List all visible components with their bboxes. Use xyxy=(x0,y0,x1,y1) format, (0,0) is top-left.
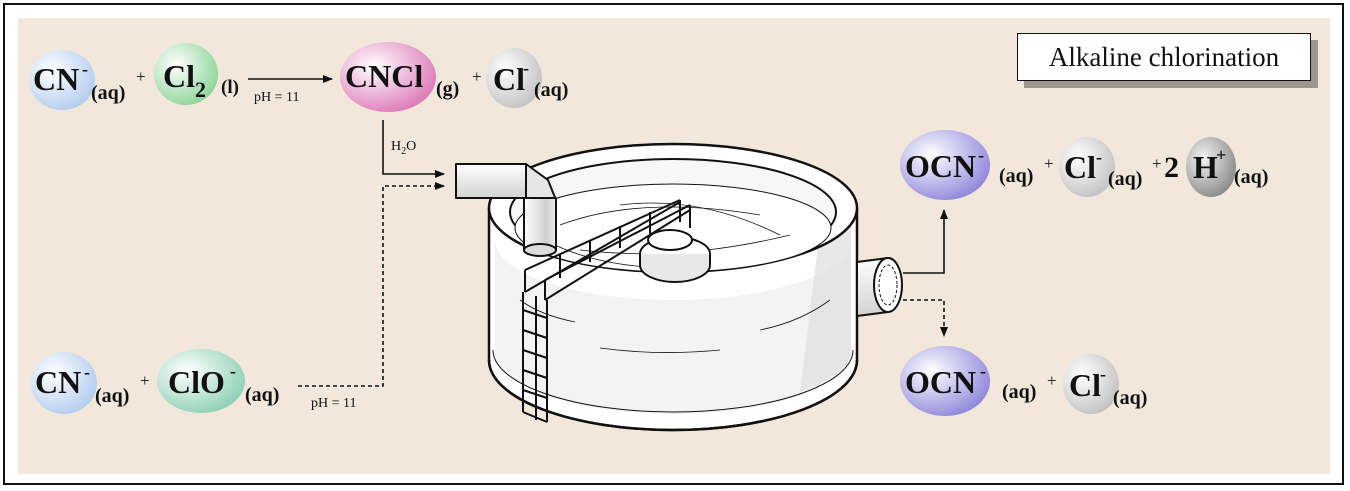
cyanide-label: CN xyxy=(33,61,79,97)
hypochlorite-charge: - xyxy=(230,361,236,381)
diagram-title: Alkaline chlorination xyxy=(1017,33,1311,81)
cyanide-state: (aq) xyxy=(95,385,129,407)
cyanate-charge: - xyxy=(980,361,986,381)
chloride-ellipse xyxy=(1063,354,1119,414)
outlet-arrow-up xyxy=(903,209,948,274)
plus-sign: + xyxy=(1152,154,1162,173)
reaction2: CN - (aq) + ClO - (aq) pH = 11 xyxy=(31,182,445,414)
cyanogen-chloride-ellipse xyxy=(340,42,436,112)
outlet-pipe xyxy=(856,257,903,317)
chloride-charge: - xyxy=(1096,147,1102,167)
cyanate-state: (aq) xyxy=(999,165,1033,187)
chloride-label: Cl xyxy=(1069,367,1101,403)
hypochlorite-state: (aq) xyxy=(245,384,279,406)
condition-label: pH = 11 xyxy=(311,396,357,411)
cyanide-charge: - xyxy=(84,362,90,382)
hypochlorite-ellipse xyxy=(157,349,245,413)
plus-sign: + xyxy=(136,67,146,86)
outlet-arrow-down xyxy=(903,299,948,337)
reaction1: CN - (aq) + Cl 2 (l) pH = 11 CNCl (g) + … xyxy=(29,42,568,112)
hydrolysis-subscript: 2 xyxy=(401,146,406,157)
plus-sign: + xyxy=(140,371,150,390)
chlorine-state: (l) xyxy=(221,77,239,98)
hydrolysis-o: O xyxy=(406,139,416,154)
bridge-walkway xyxy=(524,199,691,301)
cyanogen-chloride-state: (g) xyxy=(436,78,459,100)
condition-label: pH = 11 xyxy=(254,90,300,105)
cyanate-charge: - xyxy=(978,145,984,165)
chloride-state: (aq) xyxy=(1113,387,1147,409)
inlet-pipe xyxy=(455,163,557,257)
cyanide-ellipse xyxy=(31,352,97,414)
chloride-charge: - xyxy=(523,58,529,78)
chloride-label: Cl xyxy=(493,61,525,97)
cyanate-state: (aq) xyxy=(1002,381,1036,403)
cyanide-charge: - xyxy=(82,59,88,79)
cyanide-ellipse xyxy=(29,50,95,110)
chloride-ellipse xyxy=(1059,137,1115,197)
cyanate-ellipse xyxy=(900,130,990,200)
cyanate-ellipse xyxy=(900,346,990,416)
cyanate-label: OCN xyxy=(905,148,976,184)
chloride-state: (aq) xyxy=(534,79,568,101)
hydrogen-charge: + xyxy=(1216,145,1226,165)
dashed-arrow xyxy=(298,182,445,387)
hydrogen-state: (aq) xyxy=(1234,166,1268,188)
plus-sign: + xyxy=(472,67,482,86)
hydrogen-label: H xyxy=(1193,149,1218,185)
cyanogen-chloride-label: CNCl xyxy=(345,58,423,94)
treatment-tank-illustration xyxy=(455,142,903,432)
chloride-state: (aq) xyxy=(1108,168,1142,190)
hydrolysis-arrow xyxy=(382,120,445,178)
product-bottom: OCN - (aq) + Cl - (aq) xyxy=(900,346,1147,416)
chloride-charge: - xyxy=(1100,364,1106,384)
hydrolysis-h: H xyxy=(391,139,401,154)
hydrogen-coefficient: 2 xyxy=(1164,151,1179,184)
chloride-ellipse xyxy=(486,48,542,108)
cyanide-label: CN xyxy=(35,364,81,400)
product-top: OCN - (aq) + Cl - (aq) + 2 H + (aq) xyxy=(900,130,1268,200)
hypochlorite-label: ClO xyxy=(168,364,225,400)
tank-ladder xyxy=(522,292,548,423)
hydrolysis-path: H2O xyxy=(382,120,445,178)
chlorine-subscript: 2 xyxy=(195,77,206,102)
hydrogen-ellipse xyxy=(1186,137,1236,197)
chlorine-label: Cl xyxy=(163,58,195,94)
svg-text:H2O: H2O xyxy=(391,139,416,157)
cyanate-label: OCN xyxy=(905,364,976,400)
plus-sign: + xyxy=(1047,371,1057,390)
cyanide-state: (aq) xyxy=(91,82,125,104)
chloride-label: Cl xyxy=(1064,149,1096,185)
plus-sign: + xyxy=(1044,154,1054,173)
chlorine-ellipse xyxy=(154,43,218,105)
